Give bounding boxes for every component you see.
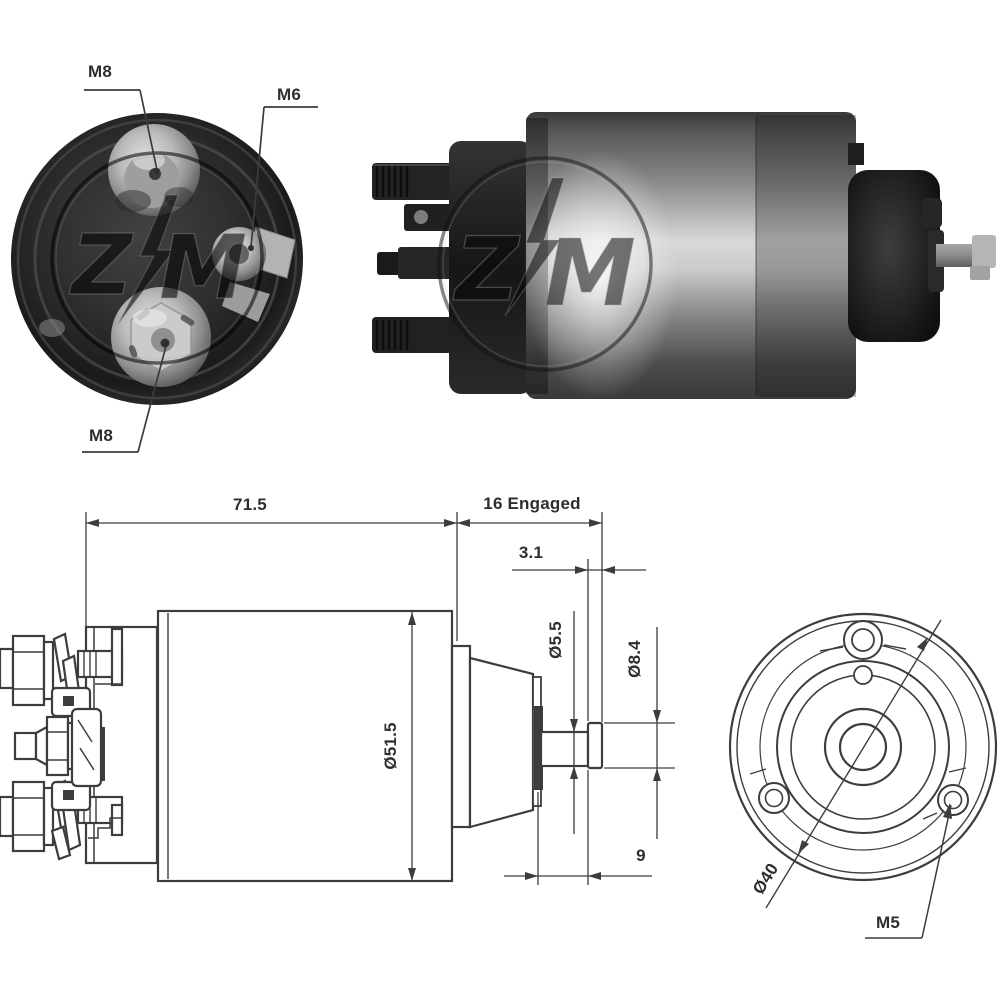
dim-engaged: 16 Engaged bbox=[483, 494, 581, 513]
mount-hole-left bbox=[758, 782, 790, 814]
watermark-letter-m: M bbox=[159, 216, 247, 319]
watermark-letter-m: M bbox=[544, 220, 636, 327]
lightning-bolt-icon bbox=[117, 194, 179, 325]
drawing-brackets bbox=[50, 686, 103, 812]
drawing-step-ring bbox=[450, 644, 472, 829]
photo-front-housing bbox=[848, 170, 940, 342]
drawing-body bbox=[156, 609, 454, 883]
dim-rod-diameter: Ø5.5 bbox=[546, 621, 565, 659]
rear-terminal-m8-bottom bbox=[111, 287, 211, 387]
label-rear-m8-top: M8 bbox=[87, 62, 113, 81]
photo-terminals bbox=[372, 163, 452, 353]
label-m5-thread: M5 bbox=[875, 913, 901, 932]
side-view-dimensions bbox=[85, 512, 675, 885]
label-rear-m8-bottom: M8 bbox=[88, 426, 114, 445]
zm-watermark-side: Z M bbox=[437, 156, 653, 372]
mount-hole-right bbox=[937, 784, 969, 816]
photo-rear-housing bbox=[449, 141, 532, 394]
dim-body-diameter: Ø51.5 bbox=[381, 722, 400, 770]
drawing-index-notch bbox=[853, 665, 873, 685]
rear-terminal-m8-top bbox=[108, 124, 200, 216]
m5-leader bbox=[865, 803, 952, 939]
drawing-terminal-bottom bbox=[0, 779, 124, 861]
lightning-bolt-icon bbox=[504, 177, 565, 317]
zm-watermark-rear: Z M bbox=[50, 151, 264, 365]
watermark-letter-z: Z bbox=[452, 218, 521, 321]
dim-tip-length: 9 bbox=[636, 846, 646, 865]
dim-cap-diameter: Ø8.4 bbox=[625, 640, 644, 678]
mount-hole-top bbox=[843, 620, 883, 660]
front-view-drawing bbox=[728, 612, 998, 939]
drawing-plunger-rod bbox=[539, 730, 590, 768]
rear-label-leaders bbox=[82, 89, 318, 453]
side-view-photo: Z M bbox=[372, 112, 996, 400]
drawing-nose-cone bbox=[468, 656, 535, 829]
dim-overall-length: 71.5 bbox=[233, 495, 267, 514]
photo-plunger-rod bbox=[936, 244, 978, 267]
photo-plunger-tip bbox=[972, 235, 996, 268]
watermark-letter-z: Z bbox=[69, 216, 135, 314]
dim-cap-thickness: 3.1 bbox=[518, 543, 544, 562]
bolt-circle-diagonal bbox=[765, 619, 942, 909]
label-rear-m6: M6 bbox=[276, 85, 302, 104]
side-view-drawing bbox=[0, 609, 604, 883]
rear-view-photo: Z M bbox=[11, 89, 318, 453]
drawing-plunger-cap bbox=[586, 721, 604, 770]
